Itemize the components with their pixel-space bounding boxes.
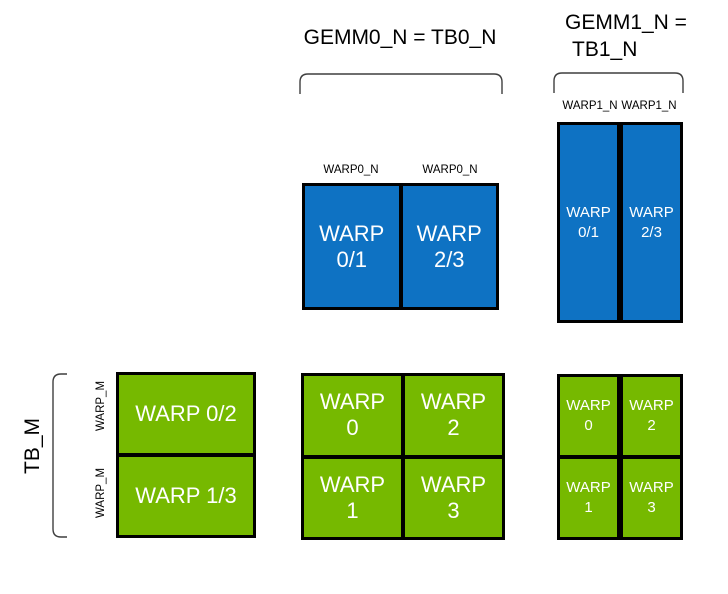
cell-text: WARP bbox=[319, 471, 386, 497]
warp1-n-label-right: WARP1_N bbox=[621, 100, 677, 112]
cell-text: WARP bbox=[420, 471, 487, 497]
gemm0-acc-warp-0-1-cell: WARP 0/1 bbox=[305, 186, 399, 307]
cell-text: WARP 0/2 bbox=[135, 401, 237, 426]
tb-row-warp-0-2-cell: WARP 0/2 bbox=[119, 375, 253, 453]
cell-text: WARP bbox=[319, 389, 386, 415]
cell-text: 2 bbox=[447, 415, 460, 441]
gemm1-warp-0-cell: WARP 0 bbox=[560, 377, 617, 455]
gemm1-warp-1-cell: WARP 1 bbox=[560, 459, 617, 537]
gemm1-accumulator-block: WARP 0/1 WARP 2/3 bbox=[557, 122, 683, 323]
cell-text: WARP bbox=[420, 389, 487, 415]
cell-text: 0 bbox=[346, 415, 359, 441]
gemm1-n-title-line1: GEMM1_N = bbox=[565, 11, 687, 34]
gemm0-warp-1-cell: WARP 1 bbox=[304, 458, 401, 537]
warp1-n-label-left: WARP1_N bbox=[562, 100, 618, 112]
cell-text: 2/3 bbox=[433, 246, 465, 272]
tb-row-warp-1-3-cell: WARP 1/3 bbox=[119, 457, 253, 535]
cell-text: WARP bbox=[629, 397, 674, 414]
cell-text: WARP bbox=[566, 479, 611, 496]
cell-text: WARP bbox=[319, 220, 385, 246]
gemm0-warp-grid-block: WARP 0 WARP 2 WARP 1 WARP 3 bbox=[301, 373, 505, 540]
gemm1-n-bracket bbox=[553, 72, 684, 93]
gemm0-acc-warp-2-3-cell: WARP 2/3 bbox=[402, 186, 496, 307]
cell-text: 3 bbox=[447, 497, 460, 523]
gemm1-n-title-line2: TB1_N bbox=[572, 38, 638, 61]
cell-text: WARP bbox=[416, 220, 482, 246]
cell-text: 1 bbox=[584, 499, 593, 516]
gemm1-acc-warp-0-1-cell: WARP 0/1 bbox=[560, 125, 617, 320]
gemm1-n-title: GEMM1_N = TB1_N bbox=[565, 9, 687, 63]
cell-text: WARP bbox=[566, 203, 611, 221]
gemm0-n-bracket bbox=[299, 73, 503, 94]
cell-text: 3 bbox=[647, 499, 656, 516]
warp-m-label-bottom: WARP_M bbox=[95, 467, 107, 519]
warp0-n-label-left: WARP0_N bbox=[323, 164, 379, 176]
tb-m-label: TB_M bbox=[21, 417, 44, 475]
warp0-n-label-right: WARP0_N bbox=[422, 164, 478, 176]
cell-text: WARP 1/3 bbox=[135, 483, 237, 508]
cell-text: 2/3 bbox=[641, 223, 662, 241]
gemm0-warp-3-cell: WARP 3 bbox=[405, 458, 502, 537]
gemm0-accumulator-block: WARP 0/1 WARP 2/3 bbox=[302, 183, 499, 310]
gemm1-warp-2-cell: WARP 2 bbox=[623, 377, 680, 455]
gemm0-warp-0-cell: WARP 0 bbox=[304, 376, 401, 455]
cell-text: 0/1 bbox=[336, 246, 368, 272]
cell-text: 0 bbox=[584, 417, 593, 434]
gemm0-warp-2-cell: WARP 2 bbox=[405, 376, 502, 455]
cell-text: 1 bbox=[346, 497, 359, 523]
gemm0-n-title: GEMM0_N = TB0_N bbox=[303, 26, 497, 49]
cell-text: 0/1 bbox=[578, 223, 599, 241]
gemm1-warp-grid-block: WARP 0 WARP 2 WARP 1 WARP 3 bbox=[557, 374, 683, 540]
gemm1-warp-3-cell: WARP 3 bbox=[623, 459, 680, 537]
tb-m-bracket bbox=[52, 373, 67, 538]
tb-m-rows-block: WARP 0/2 WARP 1/3 bbox=[116, 372, 256, 538]
cell-text: WARP bbox=[566, 397, 611, 414]
cell-text: WARP bbox=[629, 203, 674, 221]
cell-text: WARP bbox=[629, 479, 674, 496]
gemm1-acc-warp-2-3-cell: WARP 2/3 bbox=[623, 125, 680, 320]
cell-text: 2 bbox=[647, 417, 656, 434]
warp-m-label-top: WARP_M bbox=[95, 380, 107, 432]
